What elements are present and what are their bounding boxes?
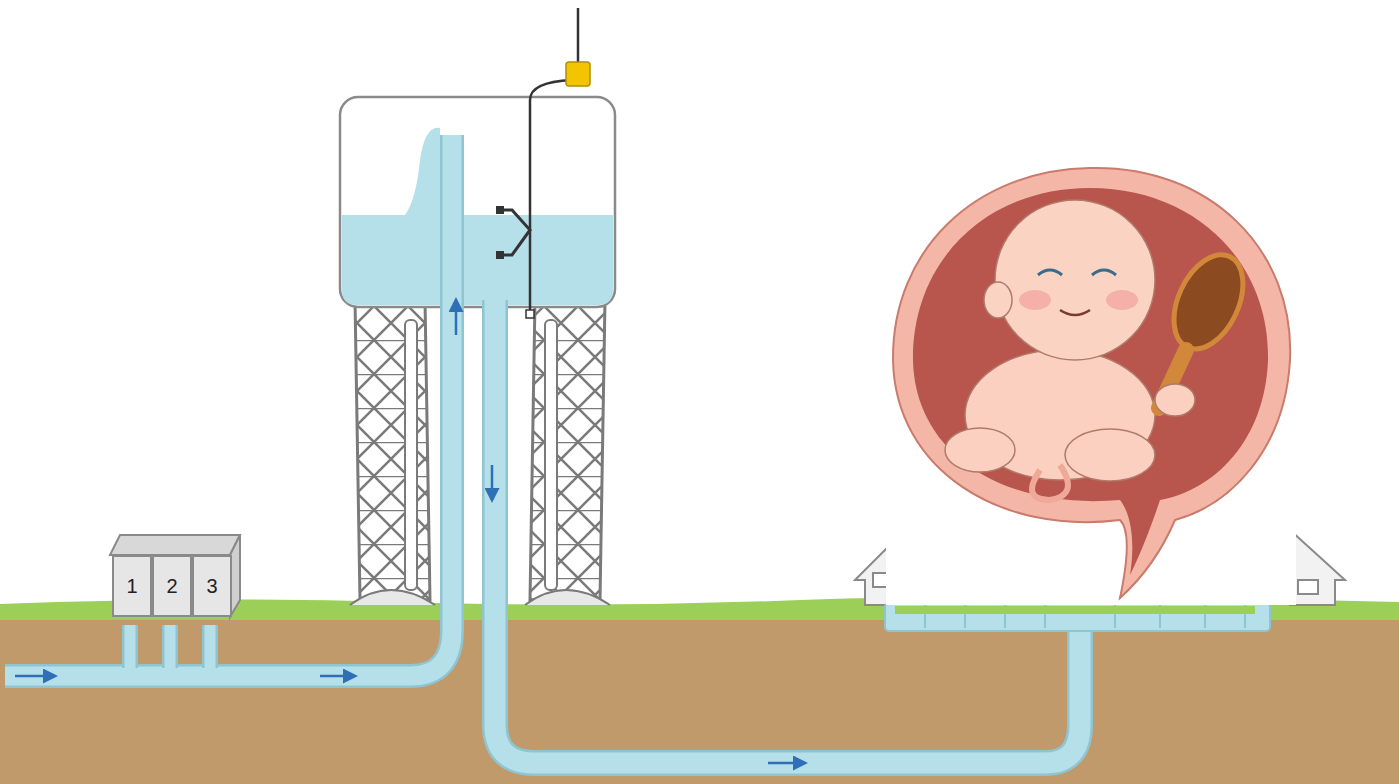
water-tank: [340, 97, 615, 307]
pump-compartment: 1: [112, 555, 152, 617]
pump-number: 2: [166, 576, 177, 596]
pump-house-roof: [110, 535, 240, 555]
level-sensor: [496, 8, 590, 318]
tower-legs: [350, 300, 610, 605]
fetus-illustration: [886, 165, 1296, 605]
flow-arrows: [15, 300, 805, 763]
pump-compartment: 2: [152, 555, 192, 617]
pump-number: 3: [206, 576, 217, 596]
pump-number: 1: [126, 576, 137, 596]
pump-compartment: 3: [192, 555, 232, 617]
